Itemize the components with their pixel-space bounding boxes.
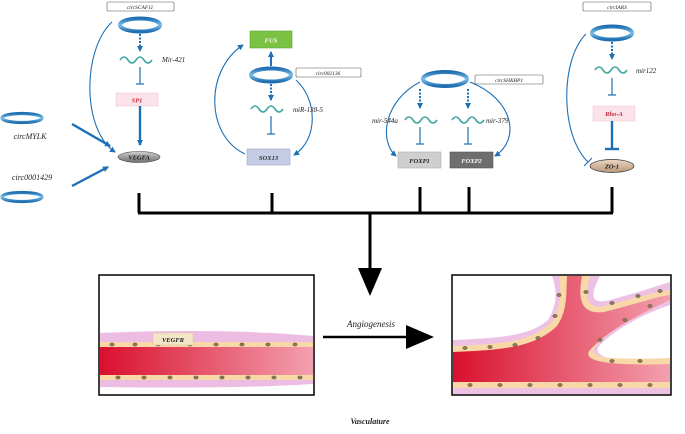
mirna-wave-icon [250,105,284,113]
mir421-label: Mir-421 [161,56,185,64]
zo1-label: ZO-1 [604,164,619,171]
arrow-curved [469,81,511,157]
circ0001429-label: circ0001429 [12,173,52,182]
circ002136-tag: circ002136 [316,71,341,77]
circscaf11-tag: circSCAF11 [127,5,154,11]
circrna-ring-icon [0,111,44,125]
angiogenesis-arrow: Angiogenesis [323,319,434,349]
sp1-label: SP1 [132,98,143,105]
vessel-panel-after [451,274,672,396]
vegfa-node [117,151,161,163]
pathway-circscaf11: circSCAF11 Mir-421 SP1 VEGFA [89,1,185,163]
mir138-label: miR-138-5 [293,106,323,114]
circshkbp1-tag: circSHKBP1 [495,78,523,84]
mirna-wave-icon [594,66,628,74]
vegfr-tag [152,332,194,346]
mir379-label: mir-379 [486,117,509,125]
circiars-tag: circIARS [607,5,627,11]
mirna-wave-icon [404,116,438,124]
rhoa-box [592,105,636,122]
arrow-curved [214,44,246,155]
mir544a-label: mir-544a [372,117,398,125]
inhibit-curve [566,33,589,163]
circrna-ring-icon [249,66,293,84]
sp1-box [115,92,159,107]
foxp1-box [397,151,442,169]
mirna-wave-icon [119,56,153,64]
foxp2-label: FOXP2 [461,158,482,165]
circmylk-label: circMYLK [13,132,47,141]
pathway-circshkbp1: circSHKBP1 mir-544a mir-379 FOXP1 FOXP2 [372,70,544,169]
rhoa-label: Rho-A [604,111,623,118]
circrna-ring-icon [421,70,469,88]
vegfa-label: VEGFA [128,155,150,162]
circrna-ring-icon [118,16,162,34]
circrna-ring-icon [0,190,44,204]
vegfr-label: VEGFR [162,337,185,344]
circrna-ring-icon [590,24,634,42]
angiogenesis-label: Angiogenesis [346,319,395,329]
fus-label: FUS [265,38,278,45]
sox13-box [246,148,291,166]
vessel-panel-before: VEGFR [98,274,315,396]
side-circrnas: circMYLK circ0001429 [0,111,111,204]
foxp2-box [449,151,494,169]
sox13-label: SOX13 [259,155,279,162]
endothelial-cells [109,342,303,380]
mirna-wave-icon [451,116,485,124]
zo1-node [589,159,635,173]
arrow-solid [71,165,109,188]
vasculature-caption: Vasculature [350,417,390,426]
endothelial-cells [462,289,663,387]
convergence-bracket [137,187,614,296]
fus-box [249,30,293,49]
arrow-curved [293,79,313,156]
arrow-solid [71,122,111,148]
pathway-circ002136: FUS circ002136 miR-138-5 SOX13 [214,30,362,166]
mir122-label: mir122 [636,67,657,75]
arrow-curved [89,21,116,153]
arrow-curved [385,81,421,157]
foxp1-label: FOXP1 [409,158,430,165]
pathway-circiars: circIARS mir122 Rho-A ZO-1 [566,1,657,173]
